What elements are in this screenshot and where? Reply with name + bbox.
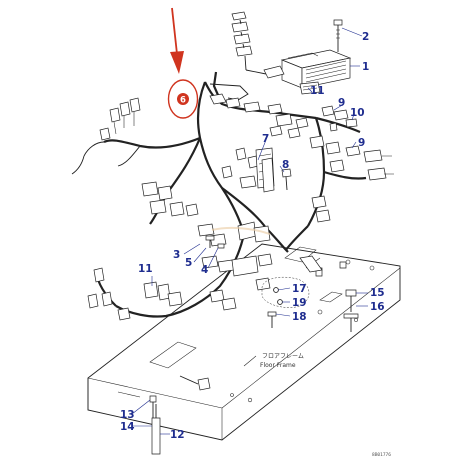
callout-14: 14 xyxy=(120,421,135,433)
mounting-bolt xyxy=(333,19,343,52)
small-parts xyxy=(149,118,359,455)
drawing-code: 8B01776 xyxy=(372,452,391,458)
highlight-arrow-head xyxy=(170,51,184,74)
floor-frame-label-en: Floor Frame xyxy=(260,362,296,369)
watermark-trace xyxy=(211,226,271,235)
callout-10: 10 xyxy=(350,107,365,119)
callout-11-lower: 11 xyxy=(138,263,153,275)
callout-12: 12 xyxy=(170,429,185,441)
highlight-circle xyxy=(167,79,199,119)
callout-16: 16 xyxy=(370,301,385,313)
floor-frame-label: フロアフレーム Floor Frame xyxy=(243,353,304,369)
harness-connectors xyxy=(87,81,394,321)
callout-11-upper: 11 xyxy=(310,85,325,97)
callout-5: 5 xyxy=(185,257,192,269)
callout-15: 15 xyxy=(370,287,385,299)
floor-frame-label-jp: フロアフレーム xyxy=(262,353,304,360)
callout-1: 1 xyxy=(362,61,369,73)
callout-numbers: 2 1 3 4 5 6 7 8 9 9 10 11 11 12 13 14 15… xyxy=(120,31,385,441)
highlight-marker xyxy=(167,7,199,119)
callout-3: 3 xyxy=(173,249,180,261)
grommet-group-outline xyxy=(261,277,310,308)
callout-18: 18 xyxy=(292,311,307,323)
callout-4: 4 xyxy=(201,264,208,276)
callout-6: 6 xyxy=(180,96,186,106)
floor-frame-plate xyxy=(87,243,401,441)
callout-6-badge xyxy=(177,93,189,105)
callout-7: 7 xyxy=(262,133,269,145)
callout-2: 2 xyxy=(362,31,369,43)
callout-8: 8 xyxy=(282,159,289,171)
callout-13: 13 xyxy=(120,409,135,421)
upper-connector-stack xyxy=(231,11,285,79)
callout-9-lower: 9 xyxy=(358,137,365,149)
leader-lines xyxy=(131,27,368,435)
callout-19: 19 xyxy=(292,297,307,309)
relay-box xyxy=(280,49,352,89)
callout-17: 17 xyxy=(292,283,307,295)
callout-9-upper: 9 xyxy=(338,97,345,109)
highlight-arrow-shaft xyxy=(171,7,178,55)
